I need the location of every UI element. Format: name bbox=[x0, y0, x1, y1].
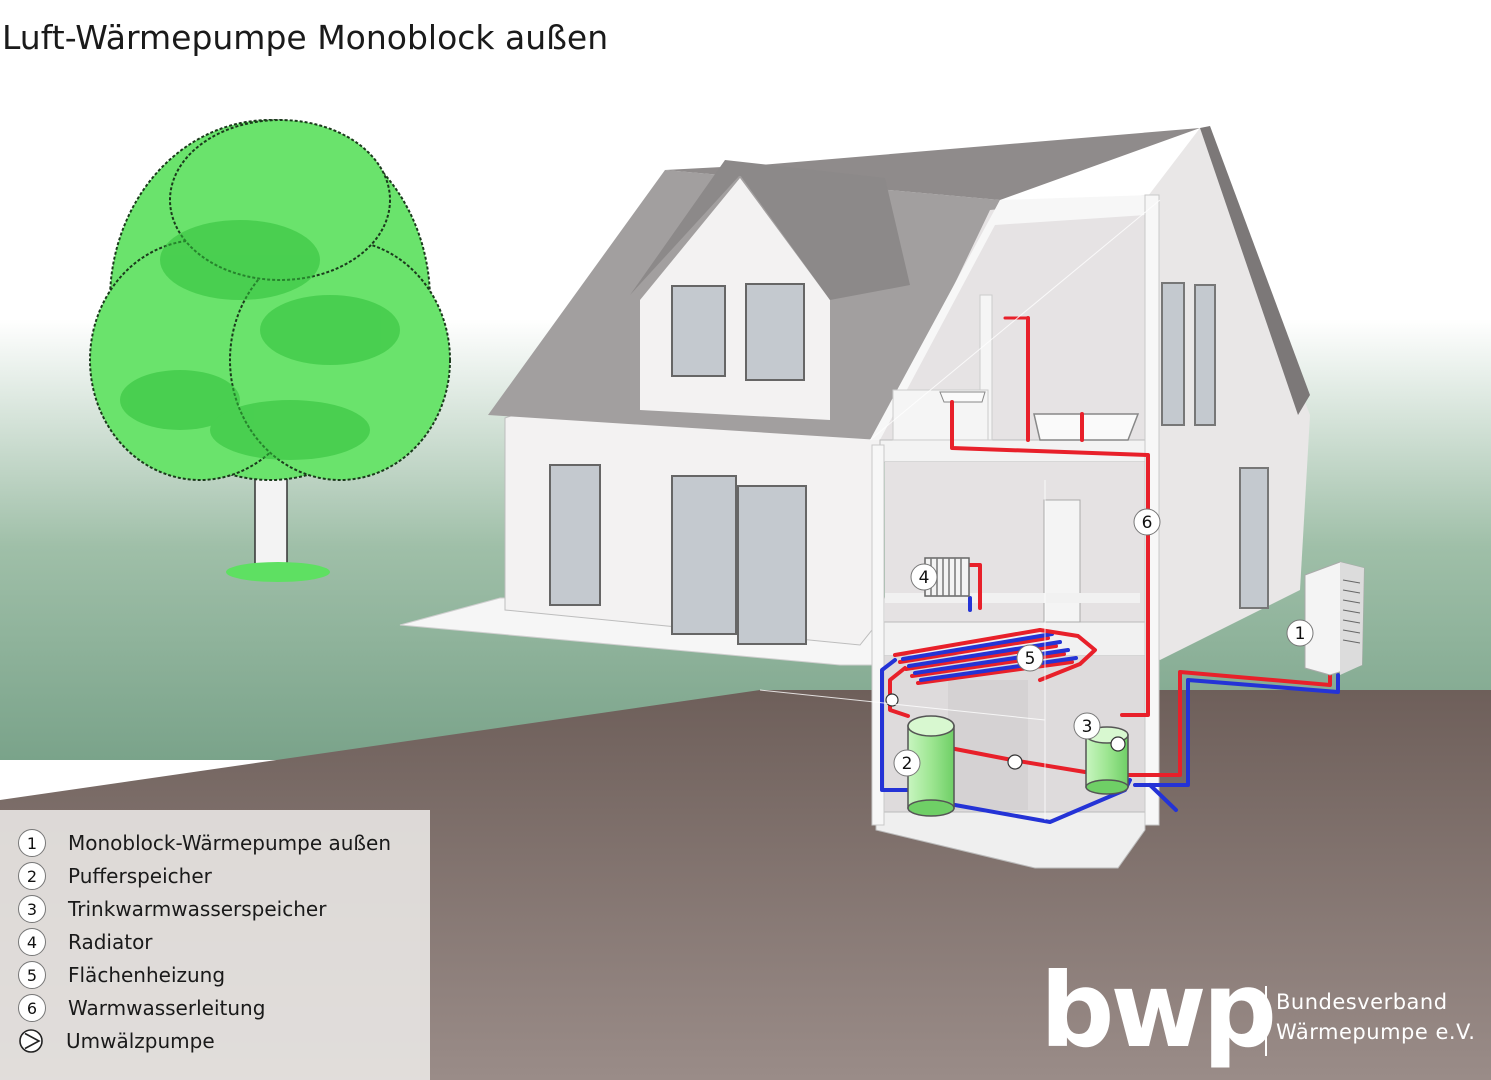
marker-6: 6 bbox=[1133, 508, 1161, 536]
legend-label: Umwälzpumpe bbox=[66, 1029, 215, 1053]
legend-label: Warmwasserleitung bbox=[68, 996, 266, 1020]
heatpump-return-line bbox=[1133, 673, 1340, 787]
legend-label: Flächenheizung bbox=[68, 963, 226, 987]
bathtub bbox=[1033, 413, 1140, 441]
legend-item: 6 Warmwasserleitung bbox=[18, 993, 265, 1023]
window-gable-2 bbox=[1194, 284, 1216, 426]
cutaway-ground-floor bbox=[885, 462, 1145, 630]
marker-5: 5 bbox=[1016, 644, 1044, 672]
washbasin bbox=[939, 391, 986, 403]
floor-heating-loops bbox=[893, 628, 1097, 685]
svg-text:3: 3 bbox=[1082, 717, 1093, 737]
terrace-door-right bbox=[737, 485, 807, 645]
svg-text:5: 5 bbox=[1025, 649, 1036, 669]
svg-text:6: 6 bbox=[1142, 513, 1153, 533]
legend-number: 4 bbox=[18, 928, 46, 956]
right-roof-edge bbox=[1200, 126, 1310, 415]
logo-line-2: Wärmepumpe e.V. bbox=[1276, 1020, 1476, 1044]
legend-number: 1 bbox=[18, 829, 46, 857]
legend-label: Monoblock-Wärmepumpe außen bbox=[68, 831, 392, 855]
terrace-door-left bbox=[671, 475, 737, 635]
heatpump-supply-line bbox=[1126, 668, 1332, 777]
window-gable-1 bbox=[1161, 282, 1185, 426]
hot-water-line-bath bbox=[950, 400, 1150, 717]
diagram-title: Luft-Wärmepumpe Monoblock außen bbox=[2, 18, 609, 57]
tree-illustration bbox=[89, 119, 451, 582]
legend-panel: 1 Monoblock-Wärmepumpe außen 2 Pufferspe… bbox=[0, 810, 430, 1080]
bwp-logo-mark: bwp bbox=[1040, 968, 1277, 1068]
circulation-pump-icon bbox=[19, 1029, 43, 1053]
legend-label: Trinkwarmwasserspeicher bbox=[68, 897, 327, 921]
dormer-window-right bbox=[745, 283, 805, 381]
buffer-cold-link bbox=[1148, 783, 1178, 812]
svg-text:1: 1 bbox=[1295, 624, 1306, 644]
legend-label: Radiator bbox=[68, 930, 153, 954]
roof-ridge-right bbox=[665, 128, 1200, 200]
circulation-pump-icon bbox=[885, 693, 1126, 770]
legend-item: 5 Flächenheizung bbox=[18, 960, 225, 990]
radiator-wall-ledge bbox=[885, 593, 1140, 603]
svg-text:2: 2 bbox=[902, 754, 913, 774]
cutaway-guide-lines bbox=[759, 199, 1161, 820]
window-side-right bbox=[1239, 467, 1269, 609]
legend-item: 1 Monoblock-Wärmepumpe außen bbox=[18, 828, 391, 858]
legend-item: 2 Pufferspeicher bbox=[18, 861, 212, 891]
tree-grass bbox=[226, 562, 330, 582]
logo-line-1: Bundesverband bbox=[1276, 990, 1448, 1014]
dormer-roof bbox=[630, 160, 910, 300]
pipes bbox=[880, 316, 1340, 824]
outdoor-heatpump-unit bbox=[1304, 561, 1365, 676]
heating-supply-line bbox=[880, 658, 910, 792]
marker-1: 1 bbox=[1286, 619, 1314, 647]
svg-text:4: 4 bbox=[919, 568, 930, 588]
svg-text:bwp: bwp bbox=[1040, 968, 1273, 1068]
marker-2: 2 bbox=[893, 749, 921, 777]
legend-number: 5 bbox=[18, 961, 46, 989]
legend-item: 4 Radiator bbox=[18, 927, 153, 957]
legend-number: 3 bbox=[18, 895, 46, 923]
interior-door bbox=[1043, 499, 1081, 623]
marker-4: 4 bbox=[910, 563, 938, 591]
legend-label: Pufferspeicher bbox=[68, 864, 212, 888]
window-ground-left bbox=[549, 464, 601, 606]
dormer-window-left bbox=[671, 285, 726, 377]
legend-item: 3 Trinkwarmwasserspeicher bbox=[18, 894, 326, 924]
legend-item: Umwälzpumpe bbox=[18, 1026, 215, 1056]
marker-3: 3 bbox=[1073, 712, 1101, 740]
diagram-markers: 1 2 3 4 5 6 bbox=[893, 508, 1314, 777]
tree-trunk bbox=[254, 469, 288, 571]
legend-number: 2 bbox=[18, 862, 46, 890]
legend-number: 6 bbox=[18, 994, 46, 1022]
basement-wall-inner bbox=[948, 680, 1028, 810]
